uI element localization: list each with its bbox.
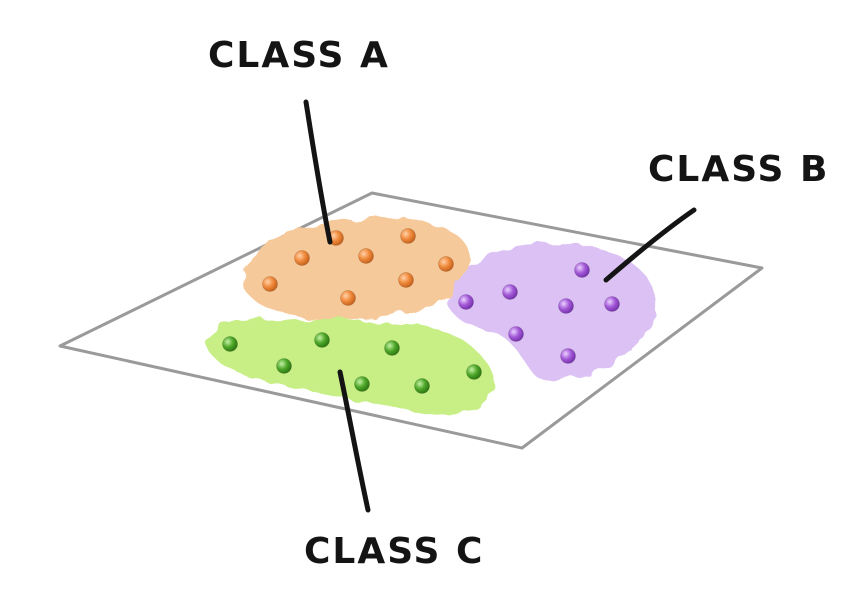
class-b-leader-line bbox=[603, 207, 697, 283]
class-a-point bbox=[340, 290, 356, 306]
class-c-point bbox=[354, 376, 370, 392]
class-a-point bbox=[262, 276, 278, 292]
class-a-points bbox=[262, 228, 454, 306]
class-a-point bbox=[398, 272, 414, 288]
class-a-point bbox=[438, 256, 454, 272]
class-c-points bbox=[222, 332, 482, 394]
class-c-point bbox=[384, 340, 400, 356]
class-c-point bbox=[276, 358, 292, 374]
class-c-point bbox=[466, 364, 482, 380]
class-b-region bbox=[449, 243, 656, 381]
class-c-point bbox=[222, 336, 238, 352]
class-b-point bbox=[458, 294, 474, 310]
class-b-label: CLASS B bbox=[648, 149, 830, 190]
class-a-label: CLASS A bbox=[208, 35, 390, 76]
class-b-point bbox=[604, 296, 620, 312]
class-a-leader-line bbox=[303, 99, 333, 245]
class-b-point bbox=[574, 262, 590, 278]
class-c-point bbox=[314, 332, 330, 348]
class-b-point bbox=[502, 284, 518, 300]
class-b-points bbox=[458, 262, 620, 364]
class-c-label: CLASS C bbox=[304, 531, 485, 572]
class-a-point bbox=[358, 248, 374, 264]
class-a-point bbox=[294, 250, 310, 266]
class-b-point bbox=[558, 298, 574, 314]
class-b-point bbox=[560, 348, 576, 364]
class-b-point bbox=[508, 326, 524, 342]
class-c-point bbox=[414, 378, 430, 394]
class-a-point bbox=[400, 228, 416, 244]
class-c-leader-line bbox=[337, 369, 371, 513]
class-a-region bbox=[242, 217, 471, 320]
